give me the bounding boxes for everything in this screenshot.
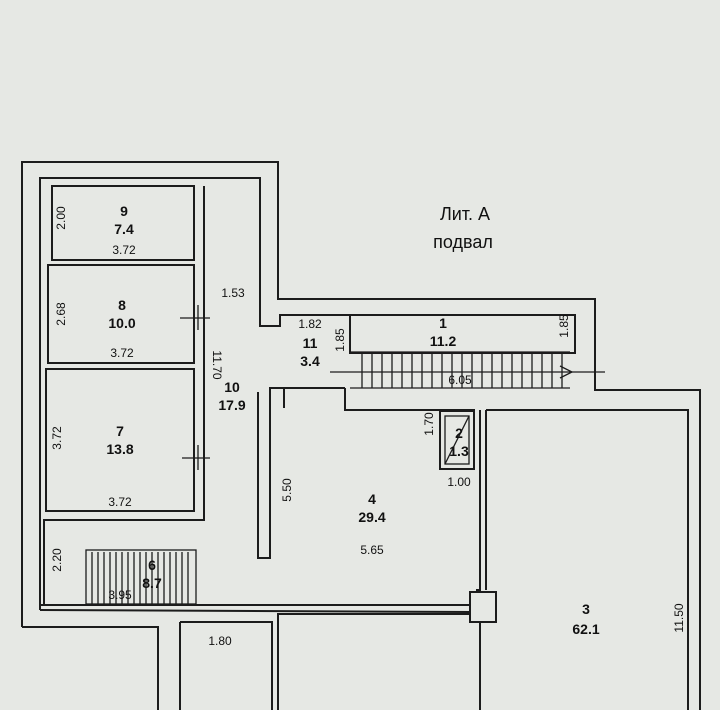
room-9-walls <box>51 185 195 261</box>
room-9-area: 7.4 <box>114 221 134 237</box>
room-3-number: 3 <box>582 601 590 617</box>
dimension-label: 11.70 <box>210 350 224 379</box>
dimension-label: 3.72 <box>108 495 132 509</box>
column <box>469 591 497 623</box>
room-6-number: 6 <box>148 557 156 573</box>
room-11-area: 3.4 <box>300 353 320 369</box>
dimension-label: 2.68 <box>54 302 68 326</box>
title-lit: Лит. А <box>440 204 490 224</box>
room-8-walls <box>47 264 195 364</box>
dimension-label: 1.80 <box>208 634 232 648</box>
dimension-label: 3.72 <box>112 243 136 257</box>
room-8-area: 10.0 <box>108 315 135 331</box>
room-4-area: 29.4 <box>358 509 385 525</box>
corridor-10-walls <box>43 186 205 605</box>
title-level: подвал <box>433 232 493 252</box>
room-8-number: 8 <box>118 297 126 313</box>
dimension-label: 1.00 <box>447 475 471 489</box>
dimension-label: 2.20 <box>50 548 64 572</box>
room-9-number: 9 <box>120 203 128 219</box>
dimension-label: 1.85 <box>557 314 571 338</box>
room-6-area: 8.7 <box>142 575 162 591</box>
partition-wall <box>476 410 481 591</box>
dimension-label: 1.85 <box>333 328 347 352</box>
dimension-label: 2.00 <box>54 206 68 230</box>
staircase-room-6 <box>85 549 197 605</box>
room-11-number: 11 <box>303 335 318 351</box>
room-10-area: 17.9 <box>218 397 245 413</box>
room-4-number: 4 <box>368 491 376 507</box>
dimension-label: 3.72 <box>50 426 64 450</box>
dimension-label: 3.72 <box>110 346 134 360</box>
room-3-area: 62.1 <box>572 621 599 637</box>
room-1-area: 11.2 <box>430 333 457 349</box>
staircase-room-1 <box>330 314 605 389</box>
room-7-number: 7 <box>116 423 124 439</box>
dimension-label: 3.95 <box>108 588 132 602</box>
dimension-label: 1.53 <box>221 286 245 300</box>
room-7-area: 13.8 <box>106 441 133 457</box>
room-3-walls <box>486 409 689 710</box>
room-10-number: 10 <box>224 379 240 395</box>
room-2-area: 1.3 <box>449 443 469 459</box>
dimension-label: 1.82 <box>298 317 322 331</box>
room-4-top-wall <box>344 388 475 411</box>
dimension-label: 1.70 <box>422 412 436 436</box>
room-7-walls <box>45 368 195 512</box>
room-2-number: 2 <box>455 425 463 441</box>
dimension-label: 6.05 <box>448 373 472 387</box>
room-1-number: 1 <box>439 315 447 331</box>
dimension-label: 11.50 <box>672 603 686 632</box>
dimension-label: 5.50 <box>280 478 294 502</box>
dimension-label: 5.65 <box>360 543 384 557</box>
